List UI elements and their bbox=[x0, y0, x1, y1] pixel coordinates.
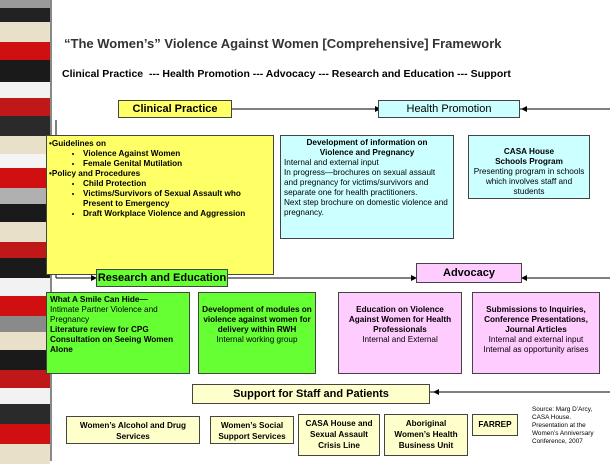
violence-pregnancy-line2: In progress—brochures on sexual assault … bbox=[284, 168, 436, 197]
submissions-body1: Internal and external input bbox=[488, 335, 584, 344]
page-subtitle: Clinical Practice --- Health Promotion -… bbox=[62, 68, 511, 80]
health-promotion-header: Health Promotion bbox=[378, 100, 520, 118]
research-education-header: Research and Education bbox=[96, 269, 228, 287]
policy-item: Child Protection bbox=[83, 179, 271, 189]
policy-label: •Policy and Procedures bbox=[49, 169, 141, 178]
clinical-practice-box: •Guidelines on Violence Against Women Fe… bbox=[46, 135, 274, 275]
decorative-color-strip bbox=[0, 0, 50, 464]
support-box-farrep: FARREP bbox=[472, 414, 518, 436]
submissions-title: Submissions to Inquiries, Conference Pre… bbox=[484, 305, 588, 334]
education-violence-body: Internal and External bbox=[362, 335, 438, 344]
support-box-aboriginal: Aboriginal Women’s Health Business Unit bbox=[384, 414, 468, 456]
violence-pregnancy-line3: Next step brochure on domestic violence … bbox=[284, 198, 448, 217]
modules-development-box: Development of modules on violence again… bbox=[198, 292, 316, 374]
submissions-body2: Internal as opportunity arises bbox=[483, 345, 589, 354]
support-box-alcohol-drug: Women’s Alcohol and Drug Services bbox=[66, 416, 200, 444]
schools-program-box: CASA House Schools Program Presenting pr… bbox=[468, 135, 590, 199]
policy-item: Draft Workplace Violence and Aggression bbox=[83, 209, 271, 219]
modules-development-body: Internal working group bbox=[216, 335, 298, 344]
literature-review-title: Literature review for CPG Consultation o… bbox=[50, 325, 174, 354]
smile-can-hide-box: What A Smile Can Hide— Intimate Partner … bbox=[46, 292, 190, 374]
page-title: “The Women’s” Violence Against Women [Co… bbox=[64, 36, 502, 51]
modules-development-title: Development of modules on violence again… bbox=[202, 305, 312, 334]
violence-pregnancy-box: Development of information on Violence a… bbox=[280, 135, 454, 239]
violence-pregnancy-line1: Internal and external input bbox=[284, 158, 379, 167]
submissions-box: Submissions to Inquiries, Conference Pre… bbox=[472, 292, 600, 374]
smile-can-hide-title: What A Smile Can Hide— bbox=[50, 295, 148, 304]
violence-pregnancy-title: Development of information on Violence a… bbox=[306, 138, 428, 157]
source-note: Source: Marg D’Arcy, CASA House. Present… bbox=[532, 406, 594, 445]
guideline-item: Violence Against Women bbox=[83, 149, 271, 159]
support-header: Support for Staff and Patients bbox=[192, 384, 430, 404]
support-box-casa-house: CASA House and Sexual Assault Crisis Lin… bbox=[298, 414, 380, 456]
education-violence-title: Education on Violence Against Women for … bbox=[348, 305, 452, 334]
schools-program-body: Presenting program in schools which invo… bbox=[473, 167, 585, 196]
schools-program-title: CASA House Schools Program bbox=[495, 147, 563, 166]
clinical-practice-header: Clinical Practice bbox=[118, 100, 232, 118]
advocacy-header: Advocacy bbox=[416, 263, 522, 283]
policy-item: Victims/Survivors of Sexual Assault who … bbox=[83, 189, 271, 209]
support-box-social-support: Women’s Social Support Services bbox=[210, 416, 294, 444]
education-violence-box: Education on Violence Against Women for … bbox=[338, 292, 462, 374]
smile-can-hide-body: Intimate Partner Violence and Pregnancy bbox=[50, 305, 158, 324]
guideline-item: Female Genital Mutilation bbox=[83, 159, 271, 169]
guidelines-label: •Guidelines on bbox=[49, 139, 107, 148]
